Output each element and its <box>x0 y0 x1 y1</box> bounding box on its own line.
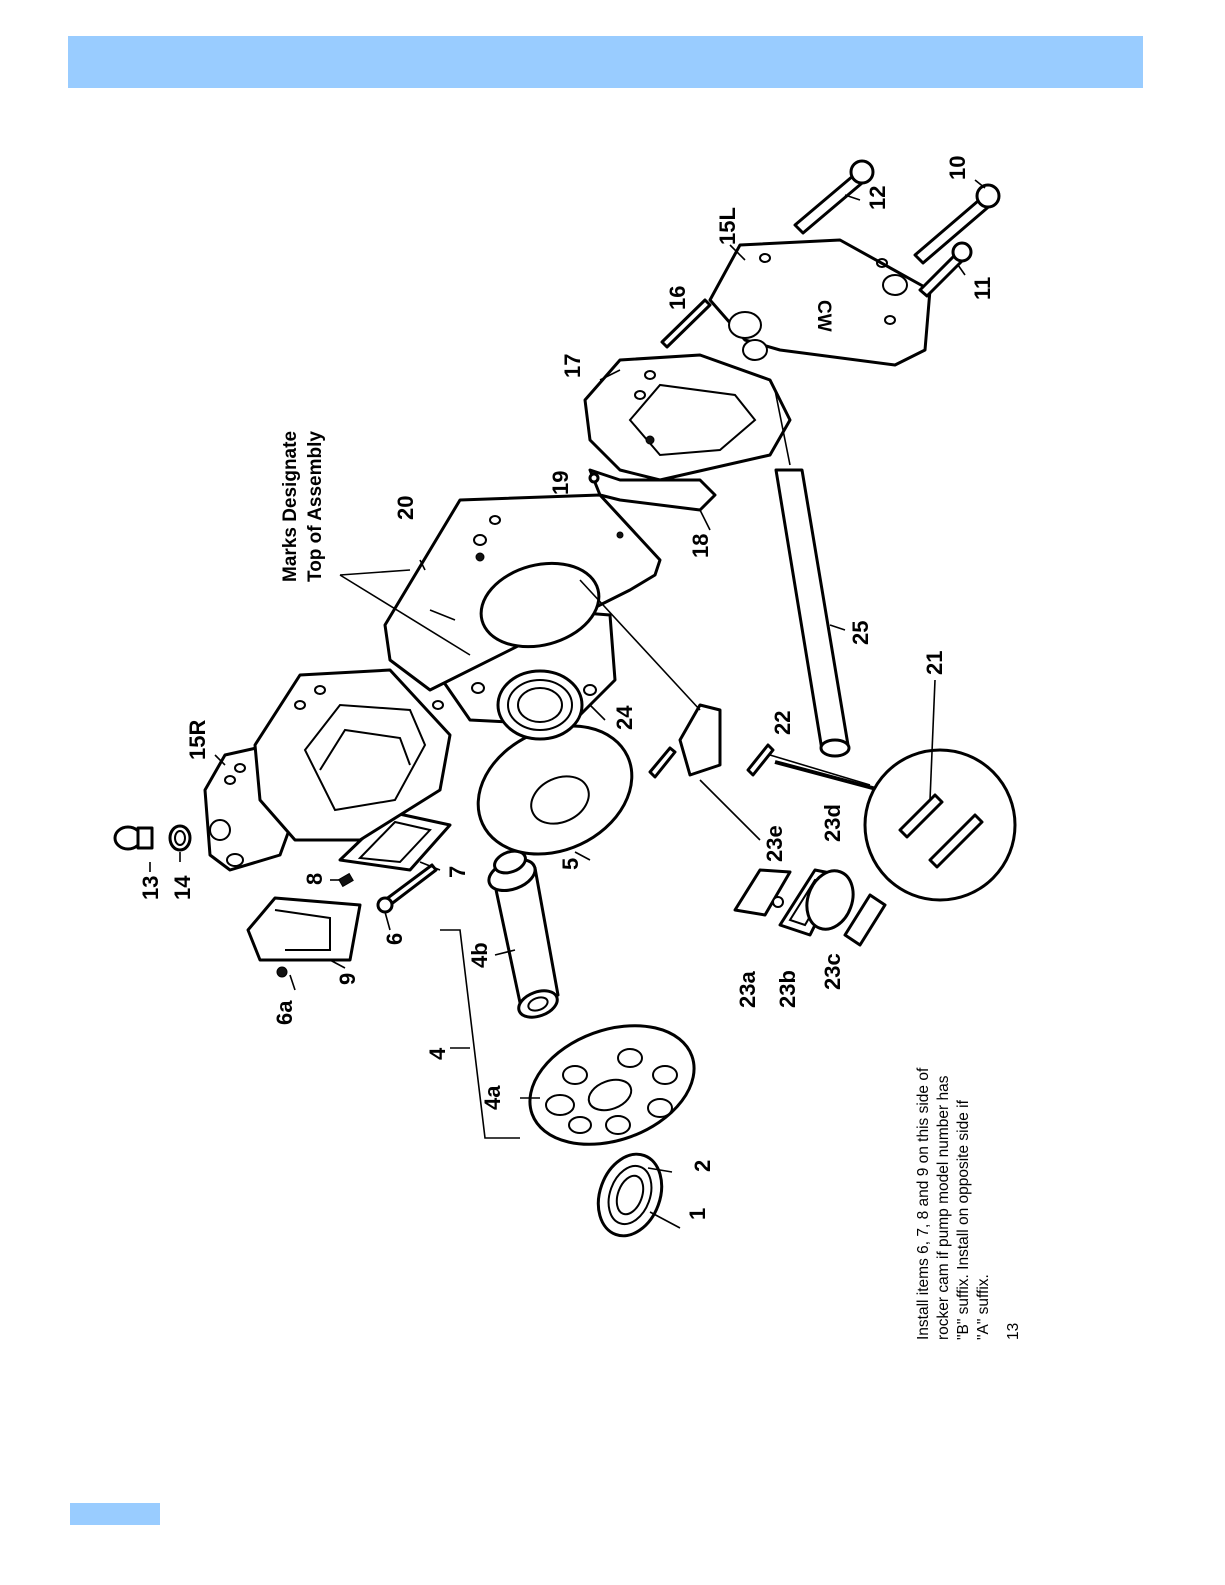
label-17: 17 <box>560 354 585 378</box>
label-5: 5 <box>558 858 583 870</box>
part-23a <box>735 870 790 915</box>
label-15R: 15R <box>185 720 210 760</box>
label-15L: 15L <box>715 207 740 245</box>
install-note-line4: "A" suffix. <box>975 1274 992 1340</box>
page-number: 13 <box>1005 1323 1022 1340</box>
part-23e <box>773 897 783 907</box>
label-11: 11 <box>970 277 995 300</box>
part-1-2-seal <box>587 1145 680 1244</box>
label-24: 24 <box>612 705 637 730</box>
label-21: 21 <box>922 651 947 675</box>
part-4b-shaft <box>485 847 561 1022</box>
label-19: 19 <box>548 471 573 495</box>
label-10: 10 <box>945 156 970 180</box>
part-center-housing-left <box>255 670 450 840</box>
label-4: 4 <box>425 1047 450 1060</box>
marks-leader-2 <box>340 570 410 575</box>
part-12-bolt <box>795 161 873 233</box>
part-19-pin <box>590 474 598 482</box>
part-25-long-shaft <box>775 390 849 756</box>
label-23b: 23b <box>775 970 800 1008</box>
label-12: 12 <box>865 186 890 210</box>
part-6-bolt <box>378 865 436 930</box>
part-13-plug <box>115 827 152 872</box>
label-16: 16 <box>665 286 690 310</box>
label-13: 13 <box>138 876 163 900</box>
cover-mark-cw: CW <box>813 300 834 332</box>
part-21-detail-callout <box>775 680 1015 900</box>
label-23a: 23a <box>735 971 760 1008</box>
label-4b: 4b <box>467 942 492 968</box>
install-note-line2: rocker cam if pump model number has <box>935 1075 952 1340</box>
label-1: 1 <box>685 1208 710 1220</box>
label-23c: 23c <box>820 953 845 990</box>
label-23e: 23e <box>762 825 787 862</box>
label-8: 8 <box>302 873 327 885</box>
label-6: 6 <box>382 933 407 945</box>
label-22: 22 <box>770 711 795 735</box>
label-6a: 6a <box>272 1000 297 1025</box>
label-9: 9 <box>335 973 360 985</box>
marks-label-line1: Marks Designate <box>280 431 301 582</box>
label-2: 2 <box>690 1160 715 1172</box>
label-7: 7 <box>445 866 470 878</box>
label-18: 18 <box>688 534 713 558</box>
part-17-housing <box>585 355 790 480</box>
label-23d: 23d <box>820 804 845 842</box>
marks-label-line2: Top of Assembly <box>305 431 326 582</box>
part-14-oring <box>170 826 190 862</box>
install-note-line3: "B" suffix. Install on opposite side if <box>955 1099 972 1340</box>
label-4a: 4a <box>480 1085 505 1110</box>
label-25: 25 <box>848 621 873 645</box>
install-note-line1: Install items 6, 7, 8 and 9 on this side… <box>915 1067 932 1340</box>
label-20: 20 <box>393 496 418 520</box>
part-4a-port-plate <box>513 1004 710 1166</box>
label-14: 14 <box>170 875 195 900</box>
